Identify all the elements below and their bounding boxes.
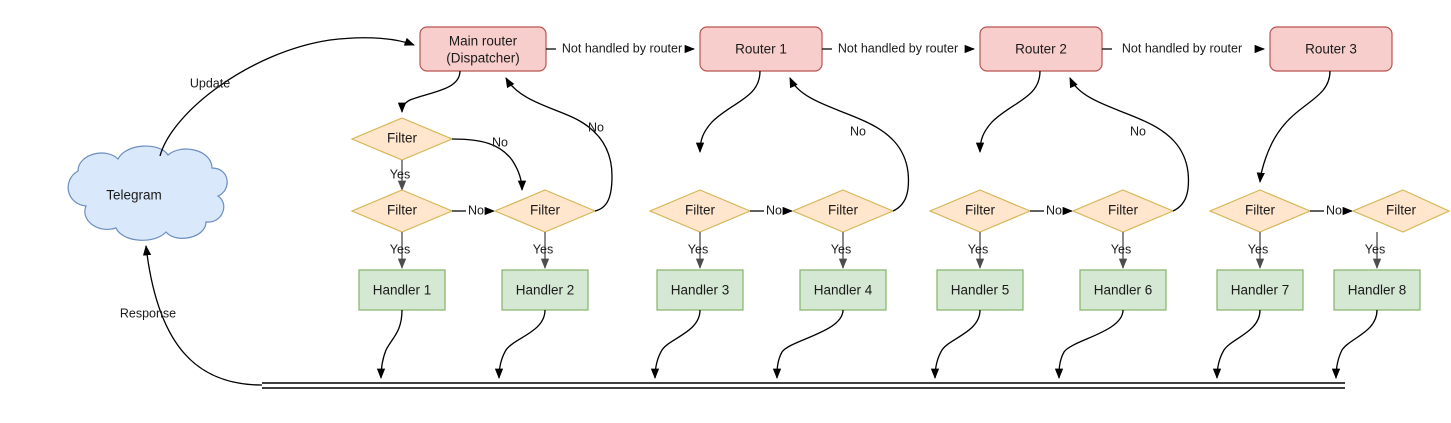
handler-3-node[interactable]: Handler 3 (656, 269, 744, 311)
edge-router-2-to-filter-f (975, 70, 1041, 154)
filter-d-node[interactable]: Filter (648, 189, 752, 233)
edge-label-yes-5: Yes (831, 242, 851, 256)
edge-label-yes-8: Yes (1248, 242, 1268, 256)
router-3-node[interactable]: Router 3 (1269, 26, 1393, 72)
handler-5-box (936, 269, 1024, 311)
handler-6-box (1079, 269, 1167, 311)
handler-8-node[interactable]: Handler 8 (1333, 269, 1421, 311)
router-1-label: Router 1 (735, 42, 787, 57)
handler-3-box (656, 269, 744, 311)
handler-2-label: Handler 2 (516, 283, 575, 298)
filter-g-label: Filter (1108, 203, 1139, 218)
router-2-label: Router 2 (1015, 42, 1067, 57)
edge-handler-4-to-bus (772, 309, 844, 380)
edge-label-no-5: No (850, 124, 866, 138)
handler-7-box (1216, 269, 1304, 311)
filter-h-label: Filter (1245, 203, 1276, 218)
telegram-cloud-node[interactable]: Telegram (67, 145, 228, 241)
edge-label-yes-6: Yes (968, 242, 988, 256)
filter-b-node[interactable]: Filter (350, 189, 454, 233)
edge-main-to-filter-a (397, 70, 461, 114)
filter-f-node[interactable]: Filter (928, 189, 1032, 233)
edge-router-1-to-filter-d (695, 70, 761, 154)
handler-7-label: Handler 7 (1231, 283, 1290, 298)
filter-i-node[interactable]: Filter (1351, 189, 1451, 233)
edge-label-no-6: No (1046, 203, 1062, 217)
edge-label-yes-4: Yes (688, 242, 708, 256)
edge-handler-5-to-bus (930, 309, 981, 380)
handler-2-node[interactable]: Handler 2 (501, 269, 589, 311)
edge-label-yes-7: Yes (1111, 242, 1131, 256)
edge-label-not-handled-3: Not handled by router (1122, 41, 1242, 55)
edge-label-no-4: No (766, 203, 782, 217)
edge-handler-7-to-bus (1212, 309, 1261, 380)
edge-handler-6-to-bus (1054, 309, 1124, 380)
edge-label-yes-3: Yes (533, 242, 553, 256)
edge-filter-a-no (451, 138, 527, 192)
filter-c-label: Filter (530, 203, 561, 218)
handler-6-label: Handler 6 (1094, 283, 1153, 298)
handler-8-box (1333, 269, 1421, 311)
edge-handler-8-to-bus (1331, 309, 1378, 380)
edge-update (159, 37, 415, 157)
edge-label-no-1: No (492, 135, 508, 149)
filter-i-label: Filter (1386, 203, 1417, 218)
cloud-icon (67, 145, 228, 241)
edge-label-no-8: No (1326, 203, 1342, 217)
edge-filter-e-no-to-router-1 (789, 77, 910, 212)
handler-8-label: Handler 8 (1348, 283, 1407, 298)
edge-label-yes-1: Yes (390, 167, 410, 181)
edge-label-response: Response (120, 306, 176, 320)
handler-1-box (358, 269, 446, 311)
filter-f-label: Filter (965, 203, 996, 218)
filter-e-label: Filter (828, 203, 859, 218)
handler-1-label: Handler 1 (373, 283, 432, 298)
filter-c-node[interactable]: Filter (493, 189, 597, 233)
filter-h-node[interactable]: Filter (1208, 189, 1312, 233)
filter-i-diamond (1351, 189, 1451, 233)
main-router-label-line2: (Dispatcher) (446, 51, 520, 66)
handler-4-box (799, 269, 887, 311)
edge-label-not-handled-2: Not handled by router (838, 41, 958, 55)
filter-e-node[interactable]: Filter (791, 189, 895, 233)
edge-label-yes-2: Yes (390, 242, 410, 256)
edge-router-3-to-filter-h (1256, 70, 1331, 184)
handler-4-node[interactable]: Handler 4 (799, 269, 887, 311)
edge-response (142, 244, 263, 386)
router-2-node[interactable]: Router 2 (979, 26, 1103, 72)
edge-label-not-handled-1: Not handled by router (562, 41, 682, 55)
handler-6-node[interactable]: Handler 6 (1079, 269, 1167, 311)
edge-label-no-2: No (468, 203, 484, 217)
edge-filter-g-no-to-router-2 (1069, 77, 1190, 212)
router-3-label: Router 3 (1305, 42, 1357, 57)
edge-filter-c-no-to-main (505, 77, 613, 212)
edge-handler-1-to-bus (376, 309, 403, 380)
filter-a-node[interactable]: Filter (350, 117, 454, 161)
edge-label-yes-9: Yes (1365, 242, 1385, 256)
filter-b-label: Filter (387, 203, 418, 218)
filter-g-node[interactable]: Filter (1071, 189, 1175, 233)
handler-5-label: Handler 5 (951, 283, 1010, 298)
handler-4-label: Handler 4 (814, 283, 873, 298)
edge-handler-2-to-bus (494, 309, 546, 380)
handler-2-box (501, 269, 589, 311)
telegram-label: Telegram (106, 188, 162, 203)
edge-label-update: Update (190, 76, 230, 90)
handler-1-node[interactable]: Handler 1 (358, 269, 446, 311)
main-router-label-line1: Main router (449, 34, 518, 49)
main-router-node[interactable]: Main router (Dispatcher) (419, 26, 547, 72)
edge-handler-3-to-bus (650, 309, 701, 380)
edge-label-no-3: No (588, 120, 604, 134)
handler-3-label: Handler 3 (671, 283, 730, 298)
edge-label-no-7: No (1130, 124, 1146, 138)
filter-d-label: Filter (685, 203, 716, 218)
handler-7-node[interactable]: Handler 7 (1216, 269, 1304, 311)
router-1-node[interactable]: Router 1 (699, 26, 823, 72)
filter-a-label: Filter (387, 131, 418, 146)
handler-5-node[interactable]: Handler 5 (936, 269, 1024, 311)
